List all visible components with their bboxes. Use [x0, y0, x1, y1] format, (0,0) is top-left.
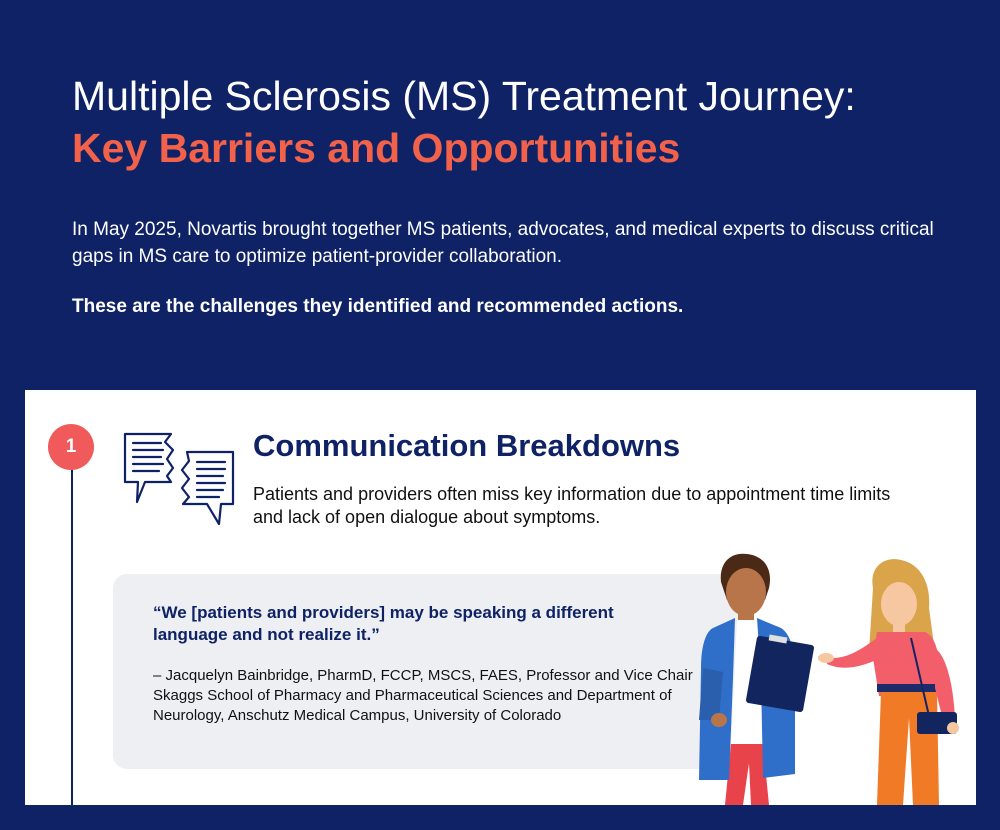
intro-paragraph: In May 2025, Novartis brought together M… [72, 219, 934, 267]
step-number-badge: 1 [48, 424, 94, 470]
section-title: Communication Breakdowns [253, 428, 681, 463]
page-title: Multiple Sclerosis (MS) Treatment Journe… [72, 73, 856, 119]
section-description: Patients and providers often miss key in… [253, 484, 891, 527]
doctor-patient-illustration [699, 553, 959, 805]
header: Multiple Sclerosis (MS) Treatment Journe… [72, 72, 952, 172]
page-subtitle: Key Barriers and Opportunities [72, 125, 681, 171]
quote-attribution: – Jacquelyn Bainbridge, PharmD, FCCP, MS… [153, 667, 693, 724]
quote-text: “We [patients and providers] may be spea… [153, 603, 614, 644]
timeline-line [71, 448, 73, 808]
lead-statement: These are the challenges they identified… [72, 296, 684, 317]
quote-box: “We [patients and providers] may be spea… [113, 574, 753, 769]
section-card: 1 Communication Breakdowns Patients and … [25, 390, 976, 808]
chat-bubbles-icon [123, 432, 235, 526]
